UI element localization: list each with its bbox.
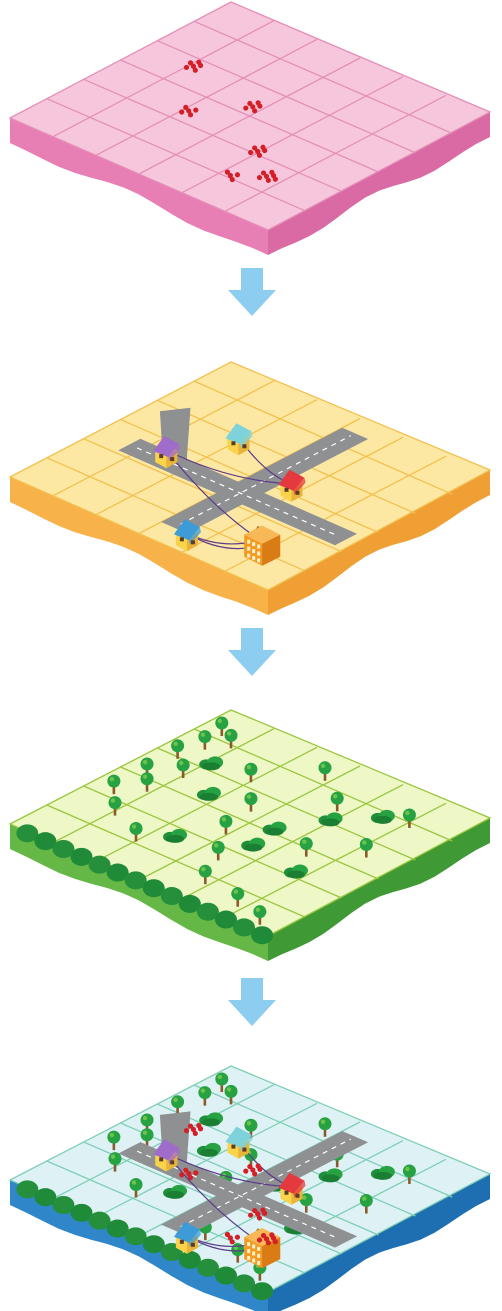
- data-point-dot: [256, 100, 261, 105]
- data-point-dot: [252, 108, 257, 113]
- map-layer-composite: [10, 1066, 490, 1311]
- data-point-dot: [225, 170, 230, 175]
- data-point-dot: [188, 1124, 193, 1129]
- data-point-dot: [188, 1175, 193, 1180]
- data-point-dot: [193, 68, 198, 73]
- data-point-dot: [260, 145, 265, 150]
- data-point-dot: [193, 107, 198, 112]
- data-point-dot: [257, 175, 262, 180]
- data-point-dot: [225, 1232, 230, 1237]
- data-point-dot: [179, 109, 184, 114]
- data-point-dot: [235, 1235, 240, 1240]
- data-point-dot: [273, 1239, 278, 1244]
- data-point-dot: [261, 170, 266, 175]
- data-point-dot: [260, 1207, 265, 1212]
- forest-edge-bush: [251, 1282, 273, 1300]
- data-point-dot: [243, 1169, 248, 1174]
- data-point-dot: [243, 105, 248, 110]
- data-point-dot: [179, 1172, 184, 1177]
- map-layer-points: [10, 2, 490, 255]
- data-point-dot: [230, 177, 235, 182]
- data-point-dot: [193, 1170, 198, 1175]
- down-arrow: [228, 978, 276, 1026]
- data-point-dot: [269, 170, 274, 175]
- down-arrow: [228, 628, 276, 676]
- data-point-dot: [248, 1213, 253, 1218]
- data-point-dot: [183, 1168, 188, 1173]
- data-point-dot: [257, 1215, 262, 1220]
- data-point-dot: [252, 1171, 257, 1176]
- data-point-dot: [193, 1131, 198, 1136]
- data-point-dot: [183, 105, 188, 110]
- forest-edge-bush: [251, 926, 273, 944]
- data-point-dot: [196, 60, 201, 65]
- data-point-dot: [248, 150, 253, 155]
- data-point-dot: [247, 1164, 252, 1169]
- data-point-dot: [184, 65, 189, 70]
- data-point-dot: [247, 101, 252, 106]
- data-point-dot: [196, 1123, 201, 1128]
- data-point-dot: [269, 1232, 274, 1237]
- down-arrow: [228, 268, 276, 316]
- data-point-dot: [261, 1233, 266, 1238]
- data-point-dot: [273, 177, 278, 182]
- data-point-dot: [256, 1163, 261, 1168]
- data-point-dot: [230, 1239, 235, 1244]
- map-layer-roads-buildings: [10, 362, 490, 615]
- data-point-dot: [266, 178, 271, 183]
- data-point-dot: [235, 172, 240, 177]
- data-point-dot: [266, 1240, 271, 1245]
- data-point-dot: [252, 1208, 257, 1213]
- data-point-dot: [257, 1237, 262, 1242]
- data-point-dot: [188, 60, 193, 65]
- data-point-dot: [252, 145, 257, 150]
- map-layer-vegetation: [10, 710, 490, 961]
- data-point-dot: [184, 1128, 189, 1133]
- data-point-dot: [257, 153, 262, 158]
- data-point-dot: [188, 112, 193, 117]
